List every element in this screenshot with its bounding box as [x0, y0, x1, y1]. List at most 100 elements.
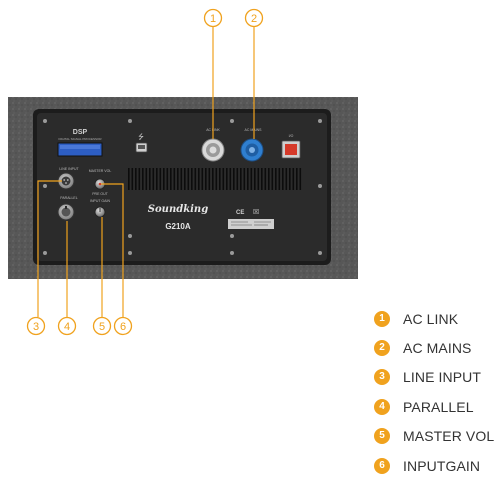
legend-number-badge: 2 [374, 340, 390, 357]
vent-slot [152, 168, 155, 190]
vent-slot [254, 168, 256, 190]
vent-slot [236, 168, 239, 190]
vent-slot [194, 168, 197, 190]
legend-label: MASTER VOL [403, 428, 495, 445]
legend-item-ac-mains: 2 AC MAINS [374, 333, 502, 362]
vent-slot [233, 168, 235, 190]
vent-slot [292, 168, 295, 190]
weee-icon: ☒ [253, 208, 259, 216]
usb-port-slot [138, 145, 145, 149]
dsp-display [57, 142, 103, 157]
vent-slot [299, 168, 302, 190]
callout-marker-3: 3 [26, 316, 46, 336]
vent-slot [226, 168, 228, 190]
legend-item-master-vol: 5 MASTER VOL [374, 422, 502, 451]
legend-item-line-input: 3 LINE INPUT [374, 363, 502, 392]
callout-marker-1: 1 [203, 8, 223, 28]
legend-label: AC MAINS [403, 340, 472, 357]
callout-marker-circle [113, 316, 133, 336]
vent-slot [163, 168, 165, 190]
vent-slot [229, 168, 232, 190]
callout-marker-circle [92, 316, 112, 336]
parallel-label: PARALLEL [60, 196, 77, 200]
vent-slot [208, 168, 211, 190]
callout-marker-4: 4 [57, 316, 77, 336]
usb-icon: ⭍ [138, 133, 144, 141]
legend-number-badge: 6 [374, 457, 390, 474]
vent-slot [135, 168, 137, 190]
vent-slot [278, 168, 281, 190]
callout-marker-number: 2 [251, 13, 257, 25]
vent-slot [149, 168, 151, 190]
dsp-display-glare [60, 145, 100, 149]
warning-label [228, 219, 274, 229]
vent-slot [296, 168, 298, 190]
vent-slot [131, 168, 134, 190]
heatsink-vents [128, 168, 302, 190]
callout-marker-number: 5 [99, 321, 105, 333]
screws [43, 119, 322, 255]
vent-slot [198, 168, 200, 190]
legend-number-badge: 1 [374, 310, 390, 327]
ac-mains-label: AC MAINS [245, 128, 263, 132]
vent-slot [128, 168, 130, 190]
callout-marker-circle [203, 8, 223, 28]
vent-slot [250, 168, 253, 190]
power-switch-rocker [285, 144, 297, 155]
input-gain-label: INPUT GAIN [90, 199, 110, 203]
vent-slot [191, 168, 193, 190]
vent-slot [212, 168, 214, 190]
vent-slot [205, 168, 207, 190]
legend-label: INPUTGAIN [403, 457, 481, 474]
dsp-title: DSP [73, 129, 88, 136]
switch-label: I/O [289, 134, 294, 138]
legend-item-input-gain: 6 INPUTGAIN [374, 451, 502, 480]
vent-slot [166, 168, 169, 190]
legend-number-badge: 3 [374, 369, 390, 386]
callout-marker-number: 6 [120, 321, 126, 333]
vent-slot [215, 168, 218, 190]
vent-slot [282, 168, 284, 190]
callout-marker-number: 1 [210, 13, 216, 25]
line-input-label: LINE INPUT [59, 167, 79, 171]
vent-slot [177, 168, 179, 190]
model-label: G210A [165, 222, 191, 231]
vent-slot [285, 168, 288, 190]
vent-slot [173, 168, 176, 190]
ac-mains-connector-center [249, 147, 255, 153]
callout-marker-number: 4 [64, 321, 70, 333]
vent-slot [138, 168, 141, 190]
vent-slot [240, 168, 242, 190]
callout-marker-number: 3 [33, 321, 39, 333]
callout-marker-5: 5 [92, 316, 112, 336]
vent-slot [156, 168, 158, 190]
vent-slot [170, 168, 172, 190]
vent-slot [247, 168, 249, 190]
vent-slot [271, 168, 274, 190]
parallel-xlr-latch [65, 206, 67, 209]
callout-marker-2: 2 [244, 8, 264, 28]
vent-slot [257, 168, 260, 190]
vent-slot [180, 168, 183, 190]
ac-link-connector-center [209, 146, 217, 154]
parallel-xlr-socket [61, 207, 71, 217]
legend-item-parallel: 4 PARALLEL [374, 392, 502, 421]
callout-legend: 1 AC LINK 2 AC MAINS 3 LINE INPUT 4 PARA… [374, 304, 502, 480]
vent-slot [184, 168, 186, 190]
pre-out-label: PRE OUT [92, 192, 108, 196]
vent-slot [222, 168, 225, 190]
master-vol-knob-indicator [98, 182, 102, 186]
vent-slot [264, 168, 267, 190]
brand-logo: Soundking [148, 204, 208, 215]
vent-slot [219, 168, 221, 190]
ce-mark: CE [236, 210, 244, 216]
vent-slot [243, 168, 246, 190]
legend-label: AC LINK [403, 310, 459, 327]
vent-slot [201, 168, 204, 190]
vent-slot [142, 168, 144, 190]
vent-slot [145, 168, 148, 190]
vent-slot [261, 168, 263, 190]
line-input-pins [63, 179, 69, 184]
callout-marker-6: 6 [113, 316, 133, 336]
